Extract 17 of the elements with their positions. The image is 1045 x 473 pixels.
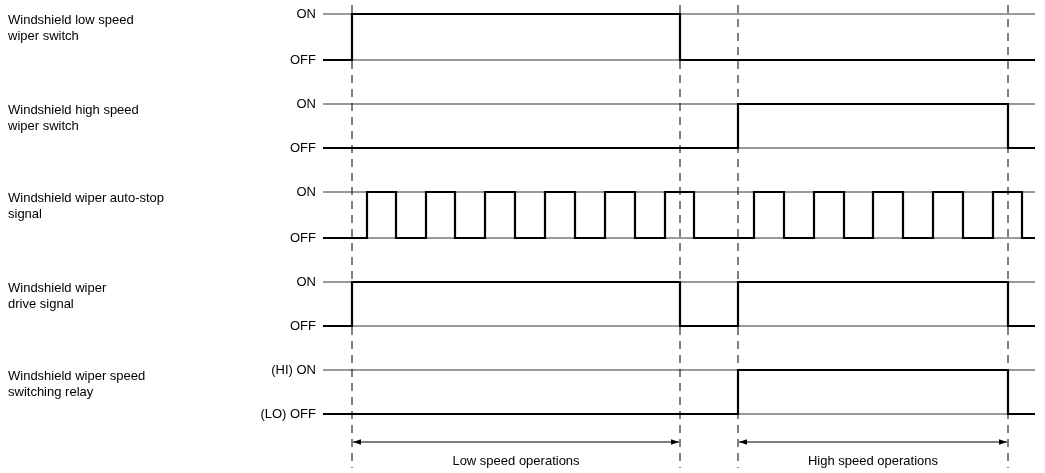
level-label: OFF [290,318,316,334]
signal-name: Windshield low speed wiper switch [8,12,135,44]
dimension-label: High speed operations [807,453,939,469]
level-label: ON [296,96,316,112]
level-label: OFF [290,140,316,156]
level-label: OFF [290,230,316,246]
level-label: ON [296,184,316,200]
signal-name: Windshield wiper drive signal [8,280,108,312]
signal-name: Windshield high speed wiper switch [8,102,140,134]
dimension-label: Low speed operations [452,453,580,469]
signal-name: Windshield wiper auto-stop signal [8,190,166,222]
level-label: OFF [290,52,316,68]
level-label: ON [296,6,316,22]
signal-name: Windshield wiper speed switching relay [8,368,147,400]
level-label: ON [296,274,316,290]
level-label: (LO) OFF [260,406,316,422]
level-label: (HI) ON [271,362,316,378]
